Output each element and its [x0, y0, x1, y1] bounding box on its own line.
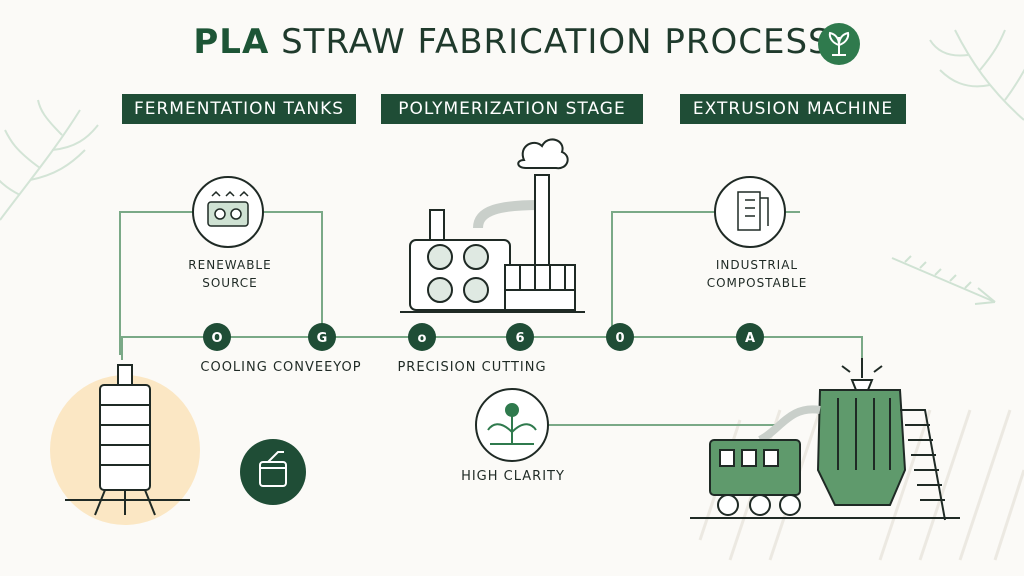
leaf-left-decoration	[0, 99, 99, 221]
industrial-line-1: INDUSTRIAL	[715, 258, 799, 272]
flow-node-glyph-6: A	[745, 331, 755, 346]
extrusion-machine-illustration	[690, 358, 960, 521]
flow-node-glyph-3: o	[418, 331, 427, 346]
industrial-compostable-label: INDUSTRIAL COMPOSTABLE	[692, 256, 822, 292]
flow-node-1	[203, 323, 231, 351]
sprout-icon	[487, 403, 537, 445]
page-title: PLA STRAW FABRICATION PROCESS	[0, 22, 1024, 62]
polymerization-factory-illustration	[400, 138, 585, 313]
renewable-source-label: RENEWABLE SOURCE	[170, 256, 290, 292]
title-rest: STRAW FABRICATION PROCESS	[281, 22, 831, 62]
precision-cutting-label: PRECISION CUTTING	[397, 360, 547, 375]
flow-node-glyph-2: G	[317, 331, 328, 346]
stage-label-fermentation: FERMENTATION TANKS	[122, 94, 356, 124]
leaf-logo-icon	[818, 23, 860, 65]
arrow-decoration	[891, 255, 996, 305]
flow-node-3	[408, 323, 436, 351]
flow-node-4	[506, 323, 534, 351]
stage-label-extrusion: EXTRUSION MACHINE	[680, 94, 906, 124]
jar-badge-icon	[240, 439, 306, 505]
flow-node-glyph-5: 0	[615, 331, 624, 346]
leaf-logo-glyph	[828, 31, 850, 56]
jar-icon	[259, 451, 287, 487]
high-clarity-label: HIGH CLARITY	[461, 469, 565, 484]
fermentation-vat-icon	[207, 190, 249, 227]
stage-label-polymerization: POLYMERIZATION STAGE	[381, 94, 643, 124]
cooling-conveyor-label: COOLING CONVEEYOP	[200, 360, 362, 375]
machine-icon	[737, 191, 769, 231]
flow-node-5	[606, 323, 634, 351]
industrial-compostable-badge	[714, 176, 786, 248]
title-strong: PLA	[193, 22, 270, 62]
leaf-right-decoration	[929, 29, 1024, 121]
industrial-line-2: COMPOSTABLE	[706, 276, 808, 290]
flow-node-6	[736, 323, 764, 351]
flow-node-2	[308, 323, 336, 351]
renewable-line-1: RENEWABLE	[188, 258, 272, 272]
fermentation-tank-illustration	[65, 364, 190, 516]
renewable-line-2: SOURCE	[202, 276, 258, 290]
flow-node-glyph-1: O	[211, 331, 222, 346]
flow-node-glyph-4: 6	[515, 331, 524, 346]
